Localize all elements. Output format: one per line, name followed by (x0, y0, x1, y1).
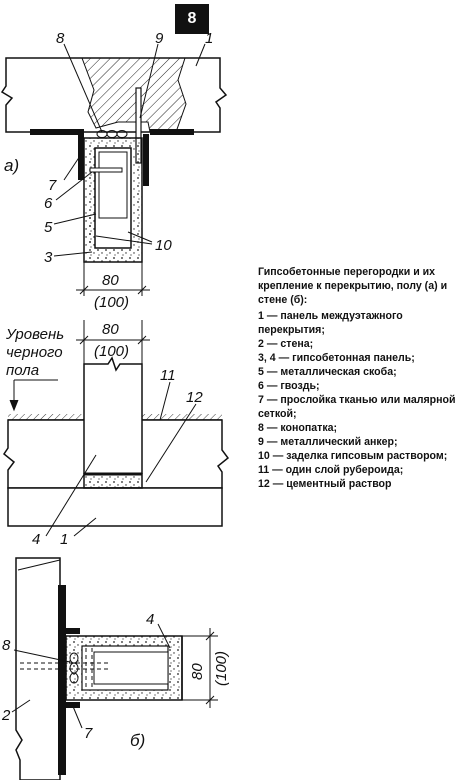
legend-item: 10 — заделка гипсовым раствором; (258, 450, 448, 462)
caulking-8-wall (69, 652, 79, 684)
label-4-floor: 4 (32, 531, 40, 548)
figure-floor-fixing: 80 (100) Уровень черного пола 11 (2, 320, 230, 548)
label-3: 3 (44, 249, 53, 266)
dimension-100-floor: (100) (94, 343, 129, 360)
fabric-layer-7-right (150, 129, 194, 135)
legend-item: 7 — прослойка тканью или малярной сеткой… (258, 394, 456, 420)
floor-level-label-line1: Уровень (5, 326, 64, 343)
legend-item: 6 — гвоздь; (258, 380, 320, 392)
legend-item: 1 — панель междуэтажного перекрытия; (258, 310, 403, 336)
fabric-layer-7-side-left (78, 134, 84, 180)
label-8: 8 (56, 30, 65, 47)
figure-a-ceiling-fixing: 8 9 1 а) 7 6 5 3 10 80 (100) (0, 30, 228, 311)
floor-level-label-line2: черного (6, 344, 63, 361)
cement-mortar-12 (83, 473, 143, 489)
fabric-layer-7-side-right (143, 134, 149, 186)
dimension-80-b: 80 (189, 663, 206, 680)
legend-item: 2 — стена; (258, 338, 314, 350)
label-2-wall: 2 (1, 707, 11, 724)
label-1-floor: 1 (60, 531, 68, 548)
legend-item: 12 — цементный раствор (258, 478, 392, 490)
caption-b: б) (130, 731, 145, 750)
fabric-layer-7-wall (58, 585, 66, 775)
legend-title: Гипсобетонные перегородки и их крепление… (258, 266, 448, 306)
legend: Гипсобетонные перегородки и их крепление… (258, 265, 468, 491)
label-9: 9 (155, 30, 164, 47)
legend-item: 3, 4 — гипсобетонная панель; (258, 352, 415, 364)
legend-item: 11 — один слой рубероида; (258, 464, 404, 476)
gypsum-panel-4-floor (83, 356, 143, 474)
caption-a: а) (4, 156, 19, 175)
roofing-felt-right (142, 414, 222, 420)
legend-item: 9 — металлический анкер; (258, 436, 398, 448)
label-8-wall: 8 (2, 637, 11, 654)
floor-slab-1-bottom (7, 487, 223, 527)
label-11: 11 (160, 367, 176, 384)
legend-item: 8 — конопатка; (258, 422, 338, 434)
label-12: 12 (186, 389, 203, 406)
legend-item: 5 — металлическая скоба; (258, 366, 397, 378)
roofing-felt-left (8, 414, 84, 420)
figure-number-badge: 8 (175, 4, 209, 34)
grout-region-hatched (81, 57, 187, 133)
label-7: 7 (48, 177, 57, 194)
label-4-wall: 4 (146, 611, 154, 628)
dimension-100-b: (100) (213, 651, 230, 686)
gypsum-grout-10 (86, 215, 96, 245)
dimension-80-floor: 80 (102, 321, 119, 338)
label-5: 5 (44, 219, 53, 236)
figure-b-wall-fixing: 80 (100) 4 8 2 7 б) (1, 557, 230, 780)
dimension-100-a: (100) (94, 294, 129, 311)
label-10: 10 (155, 237, 172, 254)
floor-level-label-line3: пола (6, 362, 39, 379)
dimension-80-a: 80 (102, 272, 119, 289)
fabric-layer-7-left (30, 129, 84, 135)
label-1: 1 (205, 30, 213, 47)
label-6: 6 (44, 195, 53, 212)
label-7-wall: 7 (84, 725, 93, 742)
nail-6 (89, 167, 123, 173)
